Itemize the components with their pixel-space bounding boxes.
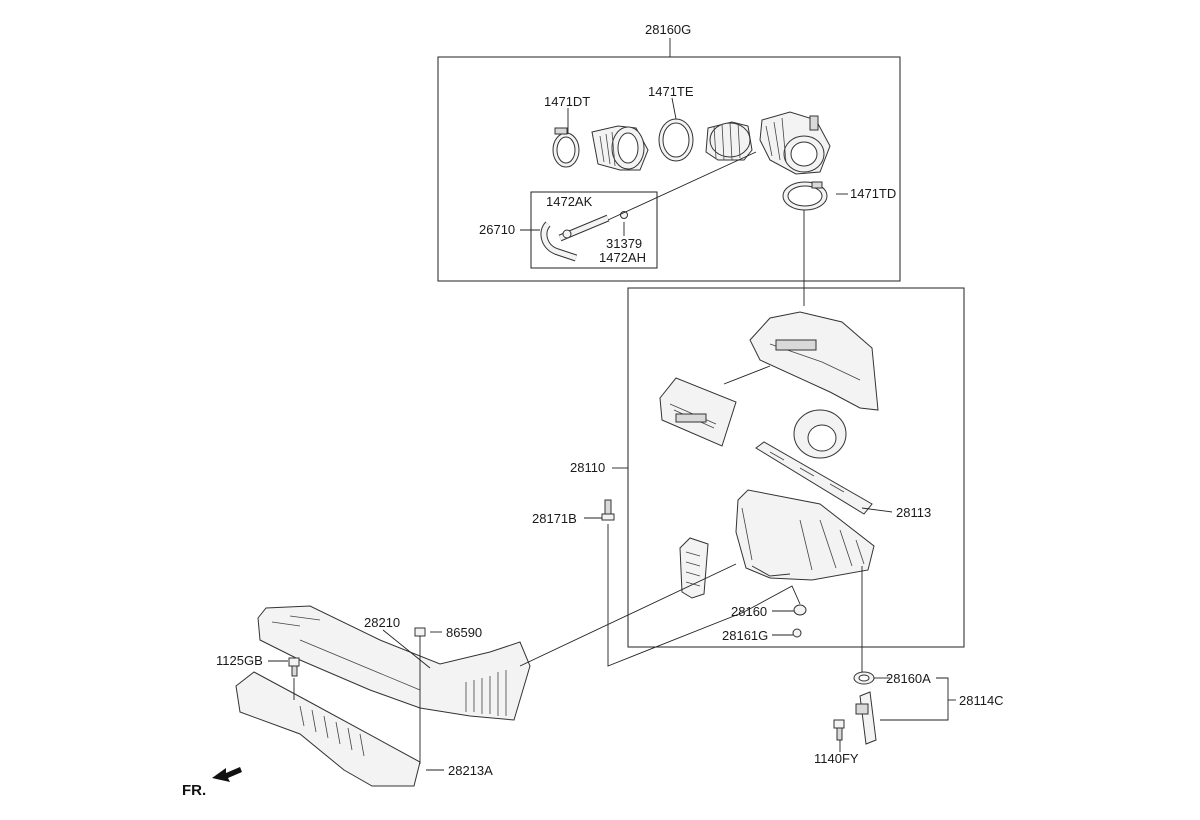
front-label: FR. <box>182 782 206 799</box>
label-28160G: 28160G <box>645 22 691 37</box>
grommet-28160[interactable] <box>793 604 807 616</box>
bracket-28114C[interactable] <box>855 691 877 745</box>
bolt-1140FY[interactable] <box>833 719 845 741</box>
intake-duct-28210[interactable] <box>257 605 531 721</box>
bolt-1125GB[interactable] <box>288 657 300 677</box>
cover-28110-upper[interactable] <box>749 311 879 411</box>
grommet-28160A[interactable] <box>853 671 875 685</box>
label-86590: 86590 <box>446 625 482 640</box>
label-1471TE: 1471TE <box>648 84 694 99</box>
clamp-1471DT[interactable] <box>552 127 580 168</box>
lower-case-28110[interactable] <box>735 489 875 581</box>
label-28161G: 28161G <box>722 628 768 643</box>
label-28114C: 28114C <box>959 693 1004 708</box>
clamp-1471TD[interactable] <box>782 181 828 211</box>
label-1140FY: 1140FY <box>814 751 859 766</box>
side-filter-panel[interactable] <box>679 537 709 599</box>
box-28160G <box>437 56 901 282</box>
label-1471DT: 1471DT <box>544 94 590 109</box>
seal-28113[interactable] <box>755 441 873 515</box>
bolt-28161G[interactable] <box>792 628 802 638</box>
mass-airflow-sensor[interactable] <box>793 409 847 459</box>
label-26710: 26710 <box>479 222 515 237</box>
leader-lines <box>268 38 956 771</box>
label-28113: 28113 <box>896 505 931 520</box>
label-28160: 28160 <box>731 604 767 619</box>
label-28213A: 28213A <box>448 763 493 778</box>
label-28171B: 28171B <box>532 511 577 526</box>
label-28210: 28210 <box>364 615 400 630</box>
breather-hose-1472AK[interactable] <box>540 211 628 262</box>
label-1125GB: 1125GB <box>216 653 263 668</box>
label-28160A: 28160A <box>886 671 931 686</box>
box-28110 <box>627 287 965 648</box>
label-28110: 28110 <box>570 460 605 475</box>
front-direction-arrow-icon <box>212 767 242 782</box>
clamp-1471TE[interactable] <box>658 118 694 162</box>
label-1472AH: 1472AH <box>599 250 646 265</box>
duct-bellows[interactable] <box>705 121 753 161</box>
filter-element[interactable] <box>659 377 737 447</box>
label-1471TD: 1471TD <box>850 186 896 201</box>
resonator-duct[interactable] <box>759 111 831 175</box>
bolt-86590[interactable] <box>414 627 426 637</box>
bolt-28171B[interactable] <box>601 499 615 521</box>
label-31379: 31379 <box>606 236 642 251</box>
label-1472AK: 1472AK <box>546 194 593 209</box>
guide-28213A[interactable] <box>235 671 421 787</box>
hose-section[interactable] <box>591 125 649 171</box>
